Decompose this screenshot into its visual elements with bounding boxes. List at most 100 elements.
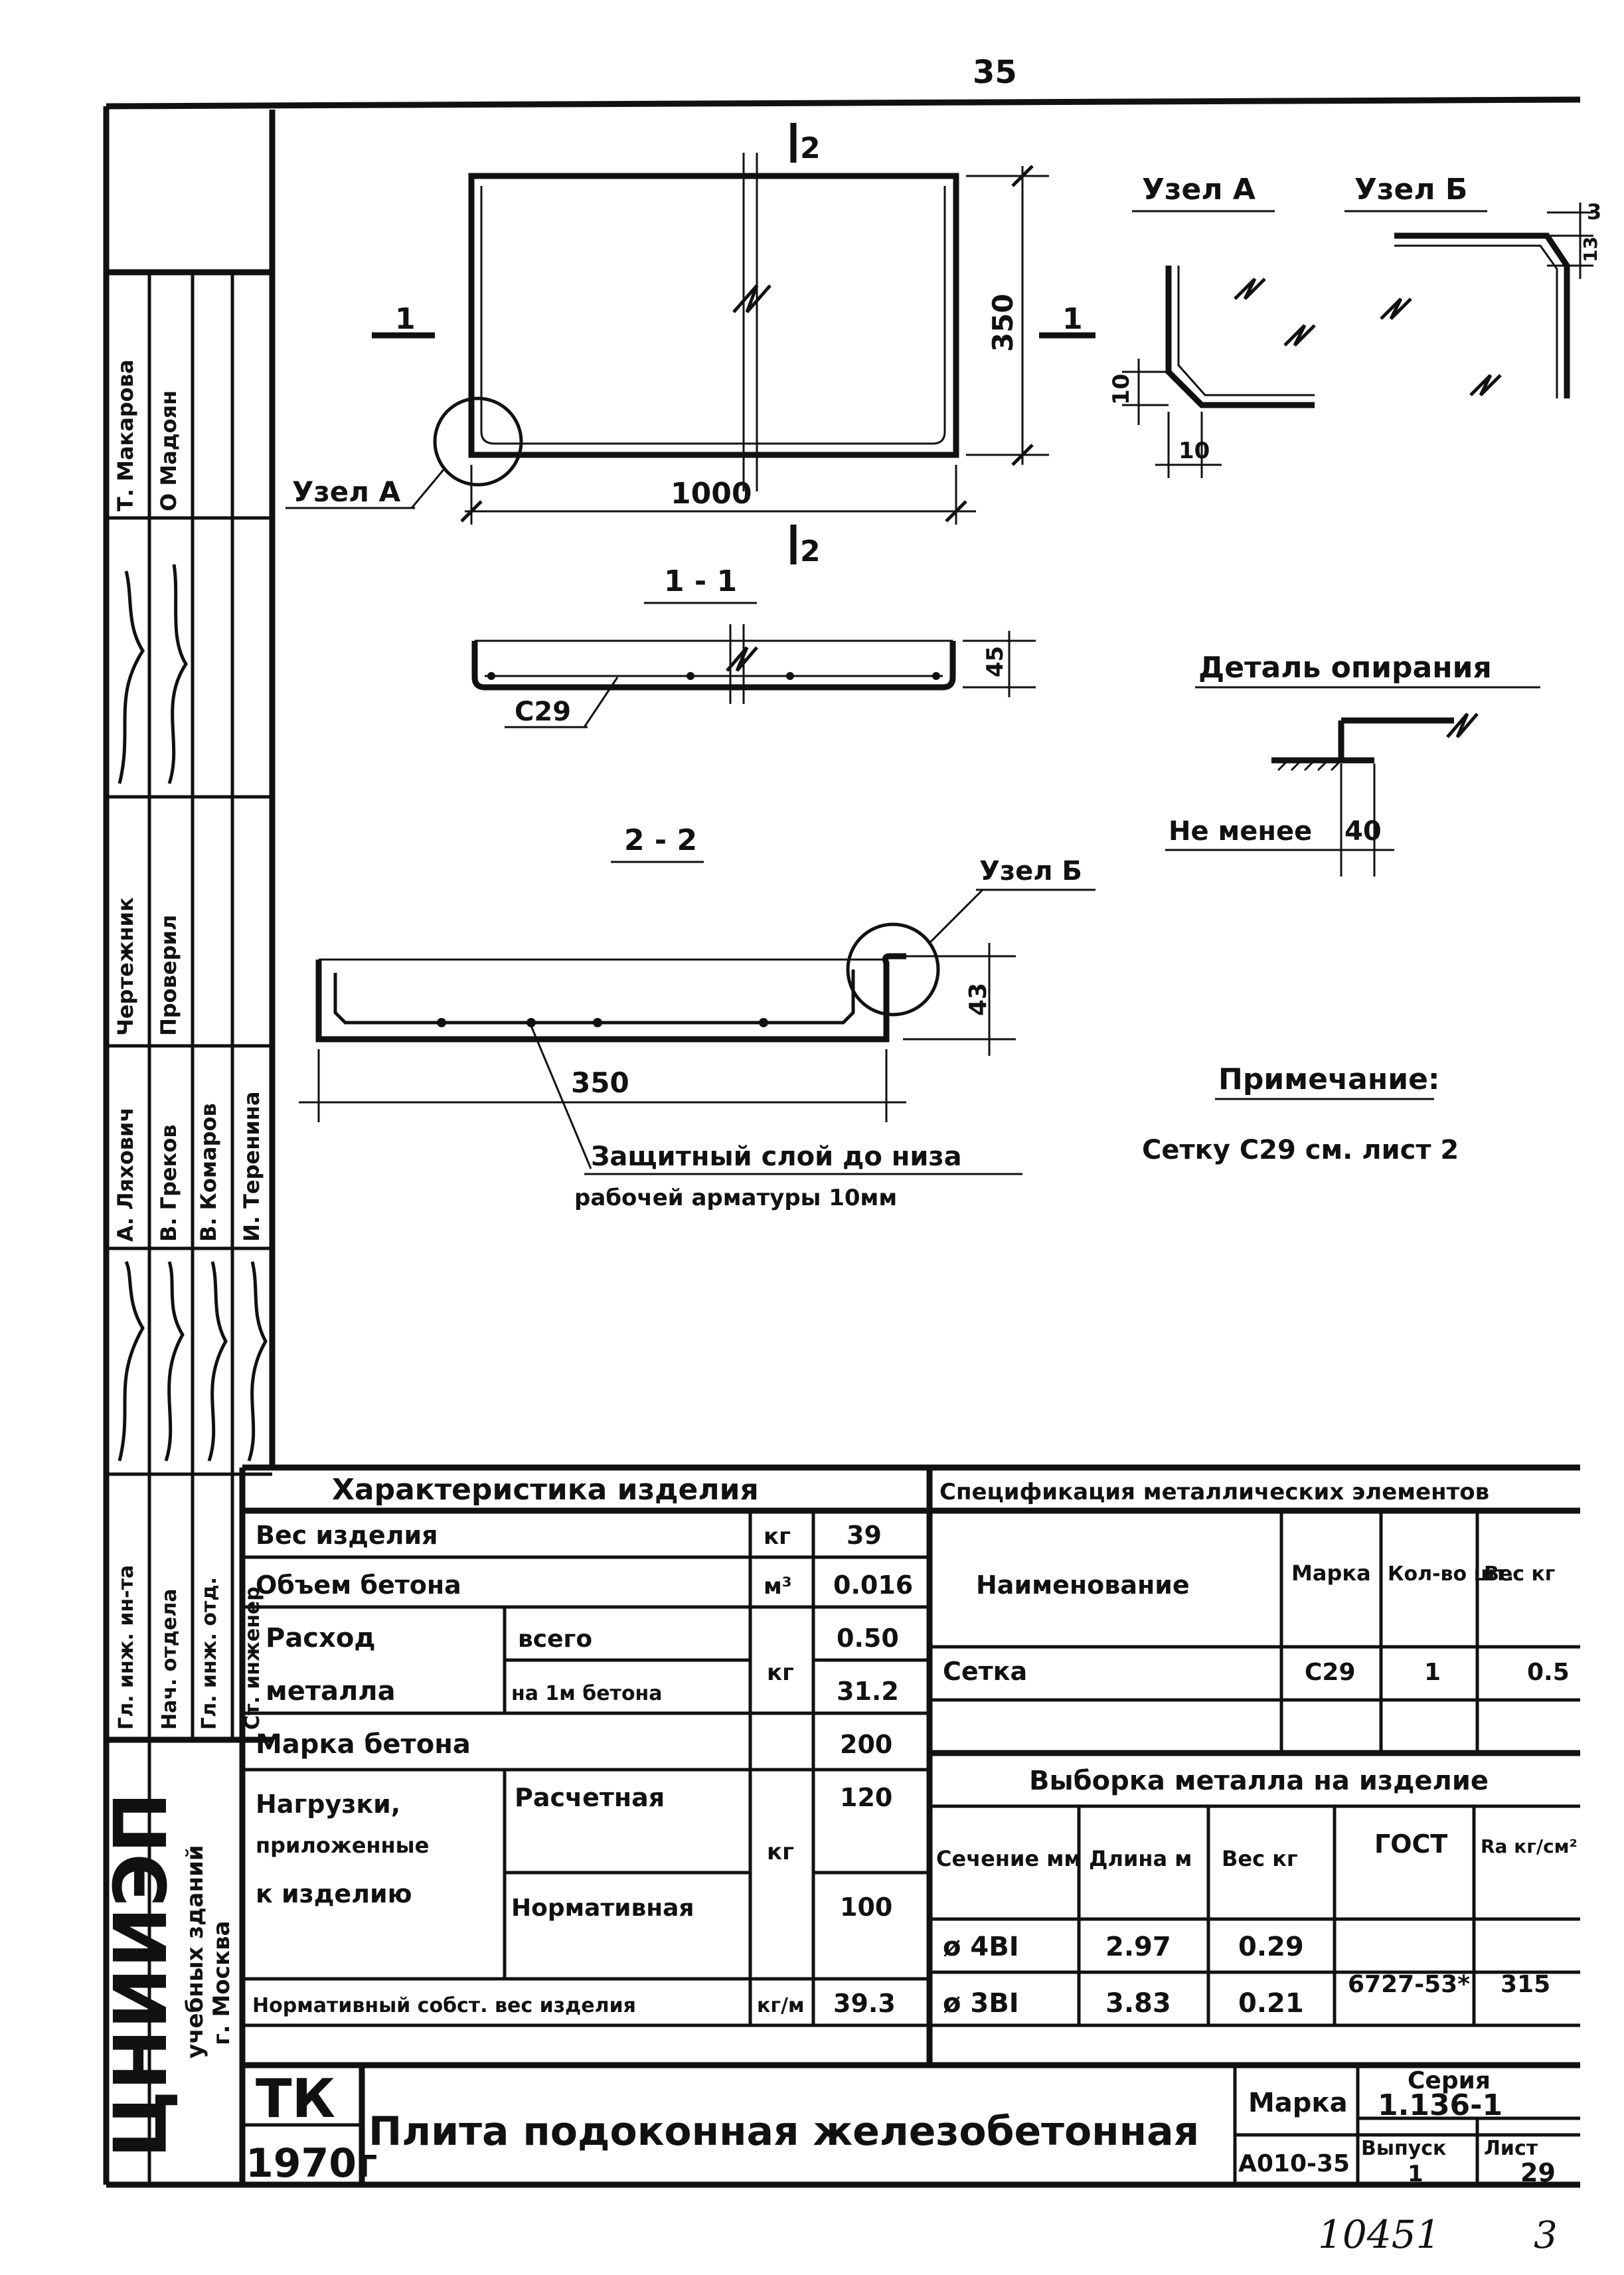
support-detail-title: Деталь опирания [1198,651,1492,685]
spec-row-name: Сетка [943,1657,1027,1686]
char-loads-label-1: Нагрузки, [256,1790,400,1819]
title-sheet-value: 29 [1520,2158,1556,2187]
page-number: 35 [973,54,1017,91]
sample-header-gost: ГОСТ [1374,1829,1447,1859]
title-series-label: Серия [1408,2067,1491,2094]
section-1-1: 1 - 1 С29 45 [471,564,1036,728]
stamp-name-terenina: И. Теренина [239,1092,264,1242]
spec-header-mark: Марка [1291,1560,1371,1586]
char-volume-value: 0.016 [833,1570,913,1600]
support-min-label: Не менее [1169,816,1312,847]
characteristics-title: Характеристика изделия [332,1473,759,1507]
char-load-normative-label: Нормативная [511,1895,694,1922]
spec-row-qty: 1 [1424,1659,1441,1686]
left-stamp: Т. Макарова О Мадоян Чертежник Проверил … [98,269,272,2185]
sample-header-section: Сечение мм [936,1846,1082,1871]
section-mark-2-bottom: 2 [800,535,821,568]
sample-row2-section: ø 3BI [943,1988,1019,2019]
title-mark-label: Марка [1248,2088,1348,2118]
char-metal-total-value: 0.50 [837,1624,899,1653]
stamp-number: 10451 [1318,2212,1441,2257]
title-main: Плита подоконная железобетонная [368,2108,1199,2155]
char-weight-label: Вес изделия [256,1521,438,1550]
char-concrete-grade-label: Марка бетона [256,1729,471,1760]
char-loads-unit: кг [767,1839,794,1865]
sample-row2-weight: 0.21 [1238,1988,1304,2019]
sample-header-weight: Вес кг [1222,1846,1298,1871]
note-title: Примечание: [1218,1062,1440,1096]
char-metal-per-m3-value: 31.2 [837,1677,899,1706]
stamp-name-grekov: В. Греков [156,1124,181,1242]
char-metal-total-label: всего [518,1626,592,1653]
title-series-value: 1.136-1 [1378,2088,1502,2122]
spec-row-mark: С29 [1305,1659,1356,1686]
title-sheet-label: Лист [1484,2137,1538,2160]
specification-title: Спецификация металлических элементов [939,1479,1489,1505]
corner-number: 3 [1534,2214,1558,2257]
stamp-name-makarova: Т. Макарова [113,359,138,511]
org-subtitle: учебных зданий [182,1845,208,2059]
node-details: Узел А Узел Б 10 10 3 13 [1108,173,1601,478]
stamp-role-draftsman: Чертежник [113,897,138,1036]
char-weight-unit: кг [764,1523,791,1550]
title-tk: ТК [256,2068,335,2130]
sample-row1-length: 2.97 [1105,1932,1171,1962]
char-metal-per-m3-label: на 1м бетона [511,1682,663,1705]
support-detail: Деталь опирания Не менее 40 [1165,651,1540,877]
plan-view: 2 2 1 1 1000 350 Узел А [285,123,1096,568]
char-self-weight-label: Нормативный собст. вес изделия [252,1994,636,2017]
node-a-title: Узел А [1142,173,1256,207]
char-loads-label-2: приложенные [256,1833,429,1858]
dim-width: 350 [987,294,1019,352]
stamp-role-checked: Проверил [156,915,181,1036]
title-block: ТК 1970г Плита подоконная железобетонная… [242,2062,1580,2187]
dim-length: 1000 [671,477,752,511]
char-metal-unit: кг [767,1659,794,1686]
spec-header-name: Наименование [976,1570,1190,1600]
sample-row1-section: ø 4BI [943,1932,1019,1962]
char-volume-label: Объем бетона [256,1570,461,1600]
char-self-weight-value: 39.3 [833,1989,896,2018]
stamp-name-komarov: В. Комаров [196,1103,221,1242]
support-min-value: 40 [1344,816,1382,847]
section-1-title: 1 - 1 [664,564,737,598]
mesh-label: С29 [515,697,571,727]
sample-header-ra: Ra кг/см² [1481,1835,1578,1857]
node-b-dim-3: 3 [1587,199,1601,224]
sample-row1-ra: 315 [1501,1971,1550,1998]
protective-line-2: рабочей арматуры 10мм [574,1185,897,1211]
char-loads-label-3: к изделию [256,1879,412,1908]
stamp-role-head-dept: Нач. отдела [158,1588,181,1730]
org-city: г. Москва [208,1921,235,2045]
sheet-frame [103,96,1581,2188]
protective-line-1: Защитный слой до низа [591,1141,962,1172]
char-load-design-value: 120 [840,1783,892,1812]
char-load-normative-value: 100 [840,1893,892,1922]
char-weight-value: 39 [847,1521,882,1550]
section-1-dim-height: 45 [982,646,1009,677]
node-a-label: Узел А [292,475,401,508]
sample-header-length: Длина м [1089,1846,1192,1871]
section-2-title: 2 - 2 [624,823,697,857]
characteristics-table: Характеристика изделия Вес изделия кг 39… [239,1464,1580,2185]
title-year: 1970г [246,2140,377,2187]
stamp-role-chief-engineer: Гл. инж. ин-та [115,1565,138,1730]
node-b-dim-13: 13 [1580,236,1601,262]
org-name: ЦНИИЭП [98,1792,183,2158]
stamp-name-madoyan: О Мадоян [156,390,181,511]
section-mark-1-right: 1 [1062,302,1083,336]
node-a-dim-10-h: 10 [1178,438,1210,464]
title-issue-value: 1 [1408,2161,1423,2187]
sample-row1-weight: 0.29 [1238,1932,1304,1962]
spec-header-qty: Кол-во шт. [1388,1562,1514,1586]
stamp-name-lyakhovich: А. Ляхович [113,1108,138,1242]
char-concrete-grade-value: 200 [840,1730,892,1759]
sample-row1-gost: 6727-53* [1348,1971,1470,1998]
char-metal-label-1: Расход [266,1623,376,1653]
node-b-label: Узел Б [979,856,1082,886]
char-load-design-label: Расчетная [515,1783,665,1812]
title-mark-value: А010-35 [1238,2150,1350,2177]
stamp-role-chief-dept: Гл. инж. отд. [198,1577,221,1730]
specification-table: Спецификация металлических элементов Наи… [930,1479,1580,2027]
